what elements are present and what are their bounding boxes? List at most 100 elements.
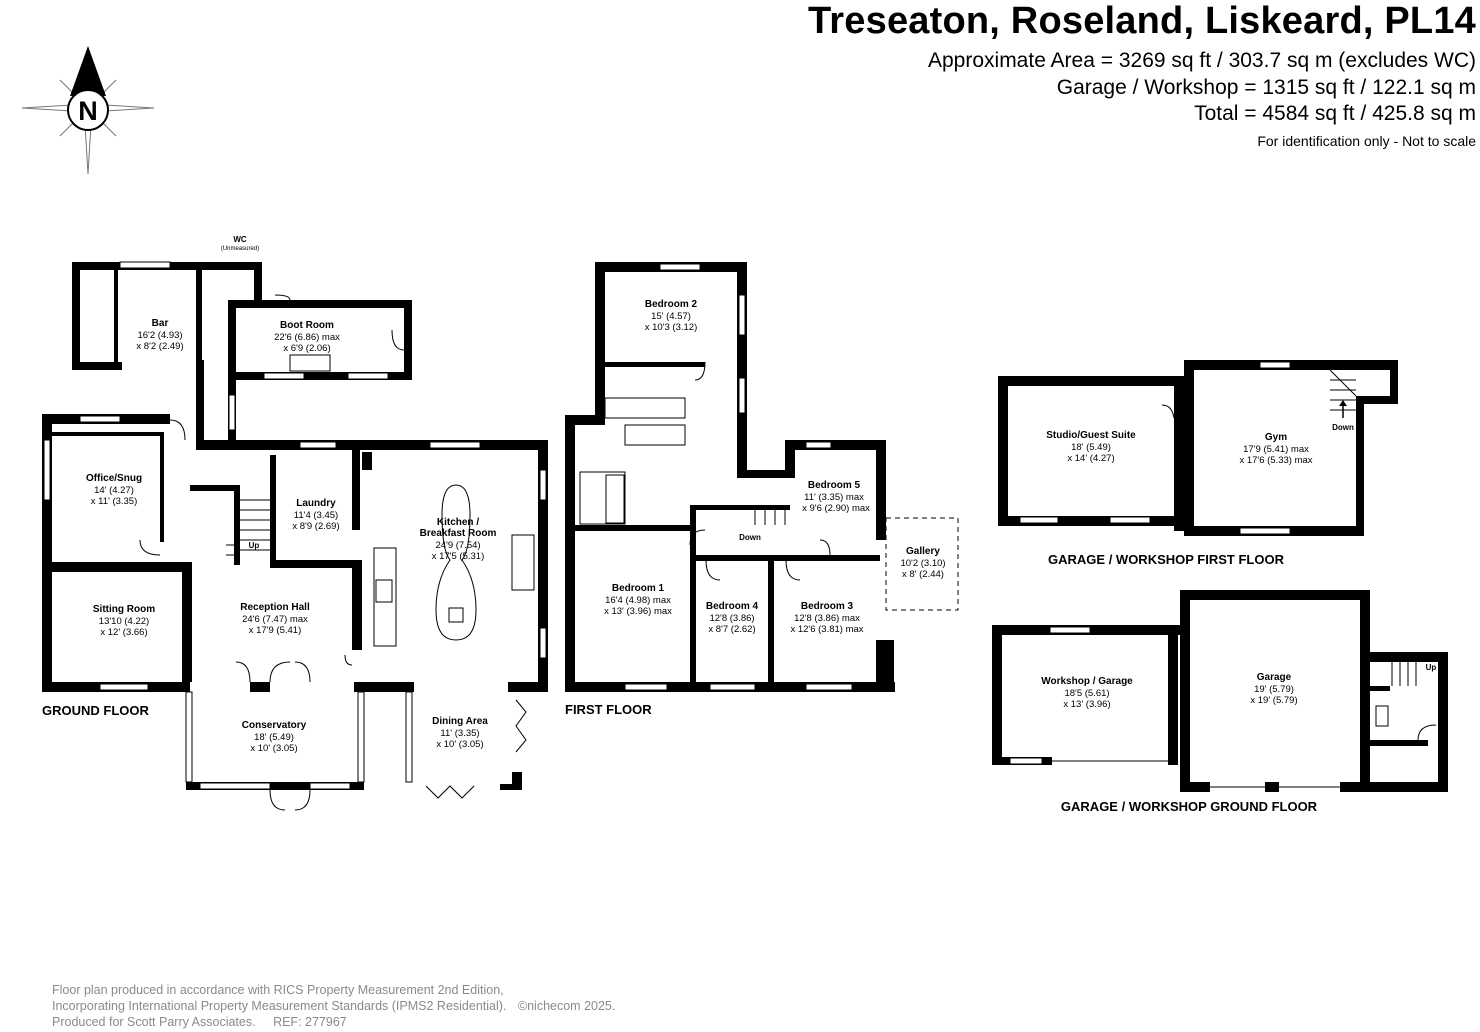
compass-label: N (78, 96, 98, 126)
room-bedroom2-dim2: x 10'3 (3.12) (645, 322, 698, 333)
room-kitchen-name2: Breakfast Room (420, 528, 497, 539)
room-laundry-dim2: x 8'9 (2.69) (292, 521, 339, 532)
room-bar-name: Bar (152, 318, 169, 329)
room-office-dim1: 14' (4.27) (94, 485, 134, 496)
north-compass-icon: N (21, 46, 155, 175)
room-gallery-dim2: x 8' (2.44) (902, 569, 944, 580)
room-bedroom3: Bedroom 3 12'8 (3.86) max x 12'6 (3.81) … (790, 601, 863, 635)
room-conservatory-dim1: 18' (5.49) (254, 732, 294, 743)
footer: Floor plan produced in accordance with R… (52, 982, 615, 1030)
room-workshop: Workshop / Garage 18'5 (5.61) x 13' (3.9… (1041, 676, 1133, 710)
room-bedroom1-dim2: x 13' (3.96) max (604, 606, 672, 617)
room-conservatory-name: Conservatory (242, 720, 307, 731)
garage-area: Garage / Workshop = 1315 sq ft / 122.1 s… (1056, 76, 1476, 99)
room-bedroom3-name: Bedroom 3 (801, 601, 854, 612)
room-studio-name: Studio/Guest Suite (1046, 430, 1136, 441)
room-kitchen-dim2: x 17'5 (5.31) (432, 551, 485, 562)
floor-label-garage-ground: GARAGE / WORKSHOP GROUND FLOOR (1061, 799, 1318, 814)
room-gallery: Gallery 10'2 (3.10) x 8' (2.44) (900, 546, 945, 580)
stairs-down-label-first: Down (739, 533, 761, 542)
footer-line-3: Produced for Scott Parry Associates. (52, 1015, 256, 1029)
floor-label-ground: GROUND FLOOR (42, 703, 149, 718)
room-kitchen-dim1: 24'9 (7.54) (435, 540, 480, 551)
footer-copyright: ©nichecom 2025. (517, 999, 616, 1013)
room-kitchen-name1: Kitchen / (437, 517, 479, 528)
room-reception: Reception Hall 24'6 (7.47) max x 17'9 (5… (240, 602, 310, 636)
room-bedroom3-dim2: x 12'6 (3.81) max (790, 624, 863, 635)
room-studio-dim1: 18' (5.49) (1071, 442, 1111, 453)
room-garage-name: Garage (1257, 672, 1292, 683)
room-bedroom5-dim2: x 9'6 (2.90) max (802, 503, 870, 514)
stairs-up-label-garage: Up (1426, 663, 1437, 672)
room-bedroom5-name: Bedroom 5 (808, 480, 861, 491)
total-area: Total = 4584 sq ft / 425.8 sq m (1194, 102, 1476, 125)
room-garage-dim2: x 19' (5.79) (1250, 695, 1297, 706)
room-laundry-dim1: 11'4 (3.45) (294, 510, 338, 521)
room-garage: Garage 19' (5.79) x 19' (5.79) (1250, 672, 1297, 706)
approximate-area: Approximate Area = 3269 sq ft / 303.7 sq… (927, 49, 1476, 72)
room-bar: Bar 16'2 (4.93) x 8'2 (2.49) (136, 318, 183, 352)
stairs-up-label-ground: Up (249, 541, 260, 550)
stairs-down-label-garage: Down (1332, 423, 1354, 432)
room-boot: Boot Room 22'6 (6.86) max x 6'9 (2.06) (274, 320, 340, 354)
room-bedroom2: Bedroom 2 15' (4.57) x 10'3 (3.12) (645, 299, 698, 333)
footer-line-2: Incorporating International Property Mea… (52, 999, 507, 1013)
footer-line-2-wrap: Incorporating International Property Mea… (52, 998, 615, 1014)
room-bedroom1-dim1: 16'4 (4.98) max (605, 595, 671, 606)
floor-label-garage-first: GARAGE / WORKSHOP FIRST FLOOR (1048, 552, 1285, 567)
room-workshop-name: Workshop / Garage (1041, 676, 1133, 687)
garage-ground-floor-plan (992, 590, 1448, 792)
room-workshop-dim1: 18'5 (5.61) (1064, 688, 1109, 699)
room-boot-dim2: x 6'9 (2.06) (283, 343, 330, 354)
room-bedroom2-dim1: 15' (4.57) (651, 311, 691, 322)
page-title: Treseaton, Roseland, Liskeard, PL14 (807, 0, 1476, 42)
room-reception-name: Reception Hall (240, 602, 310, 613)
room-sitting-dim1: 13'10 (4.22) (99, 616, 149, 627)
room-reception-dim1: 24'6 (7.47) max (242, 614, 308, 625)
room-laundry: Laundry 11'4 (3.45) x 8'9 (2.69) (292, 498, 339, 532)
room-gallery-dim1: 10'2 (3.10) (900, 558, 945, 569)
room-dining-dim2: x 10' (3.05) (436, 739, 483, 750)
room-bedroom1-name: Bedroom 1 (612, 583, 665, 594)
garage-first-floor-plan (998, 360, 1398, 536)
room-wc-note: (Unmeasured) (221, 246, 259, 252)
room-bedroom5-dim1: 11' (3.35) max (804, 492, 864, 503)
room-bedroom1: Bedroom 1 16'4 (4.98) max x 13' (3.96) m… (604, 583, 672, 617)
room-workshop-dim2: x 13' (3.96) (1063, 699, 1110, 710)
footer-ref: REF: 277967 (273, 1015, 347, 1029)
room-office-dim2: x 11' (3.35) (91, 496, 138, 507)
room-dining-dim1: 11' (3.35) (440, 728, 479, 739)
room-gallery-name: Gallery (906, 546, 940, 557)
footer-line-3-wrap: Produced for Scott Parry Associates. REF… (52, 1014, 615, 1030)
room-gym-name: Gym (1265, 432, 1287, 443)
room-bedroom4: Bedroom 4 12'8 (3.86) x 8'7 (2.62) (706, 601, 759, 635)
room-bedroom4-dim1: 12'8 (3.86) (709, 613, 754, 624)
room-studio: Studio/Guest Suite 18' (5.49) x 14' (4.2… (1046, 430, 1136, 464)
room-office-name: Office/Snug (86, 473, 142, 484)
room-gym-dim1: 17'9 (5.41) max (1243, 444, 1309, 455)
room-kitchen: Kitchen / Breakfast Room 24'9 (7.54) x 1… (420, 517, 497, 562)
footer-line-1: Floor plan produced in accordance with R… (52, 983, 504, 997)
room-bedroom3-dim1: 12'8 (3.86) max (794, 613, 860, 624)
room-laundry-name: Laundry (296, 498, 336, 509)
floor-label-first: FIRST FLOOR (565, 702, 652, 717)
room-bedroom4-dim2: x 8'7 (2.62) (708, 624, 755, 635)
room-bedroom5: Bedroom 5 11' (3.35) max x 9'6 (2.90) ma… (802, 480, 870, 514)
room-bar-dim1: 16'2 (4.93) (137, 330, 182, 341)
room-office: Office/Snug 14' (4.27) x 11' (3.35) (86, 473, 142, 507)
room-gym: Gym 17'9 (5.41) max x 17'6 (5.33) max (1239, 432, 1312, 466)
room-bedroom4-name: Bedroom 4 (706, 601, 759, 612)
room-dining: Dining Area 11' (3.35) x 10' (3.05) (432, 716, 488, 750)
room-gym-dim2: x 17'6 (5.33) max (1239, 455, 1312, 466)
room-reception-dim2: x 17'9 (5.41) (249, 625, 302, 636)
room-garage-dim1: 19' (5.79) (1254, 684, 1294, 695)
room-sitting-name: Sitting Room (93, 604, 155, 615)
room-bar-dim2: x 8'2 (2.49) (136, 341, 183, 352)
room-wc: WC (Unmeasured) (221, 235, 259, 252)
room-sitting-dim2: x 12' (3.66) (100, 627, 147, 638)
room-bedroom2-name: Bedroom 2 (645, 299, 698, 310)
room-sitting: Sitting Room 13'10 (4.22) x 12' (3.66) (93, 604, 155, 638)
room-dining-name: Dining Area (432, 716, 488, 727)
scale-note: For identification only - Not to scale (1257, 133, 1476, 149)
